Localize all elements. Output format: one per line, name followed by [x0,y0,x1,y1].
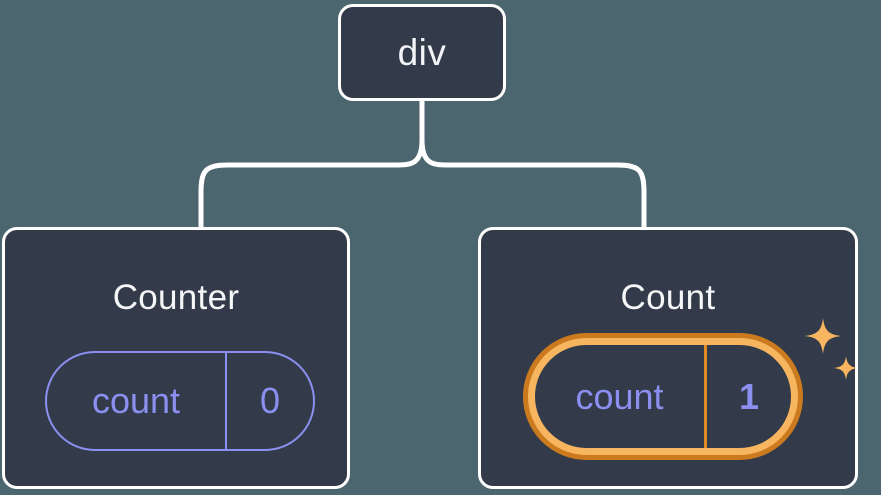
connector-to-right-child [419,137,647,230]
state-pill-inner-ring: count 1 [528,338,798,455]
sparkle-large-icon [805,318,841,354]
tree-node-counter[interactable]: Counter count 0 [2,227,350,489]
state-pill-label: count [47,353,227,449]
connector-to-left-child [198,137,425,230]
state-pill-count-1-highlighted[interactable]: count 1 [523,333,803,460]
state-pill-value: 0 [259,380,281,421]
sparkles-group [805,318,858,380]
sparkle-small-icon [834,356,858,380]
state-pill-count-0[interactable]: count 0 [45,351,315,451]
tree-node-root[interactable]: div [338,4,506,101]
card-title-count: Count [620,278,716,317]
tree-node-count[interactable]: Count count 1 [478,227,858,489]
state-pill-value: 1 [738,375,760,417]
card-title-counter: Counter [112,278,240,317]
root-node-label: div [397,32,447,73]
state-pill-label: count [535,345,707,448]
